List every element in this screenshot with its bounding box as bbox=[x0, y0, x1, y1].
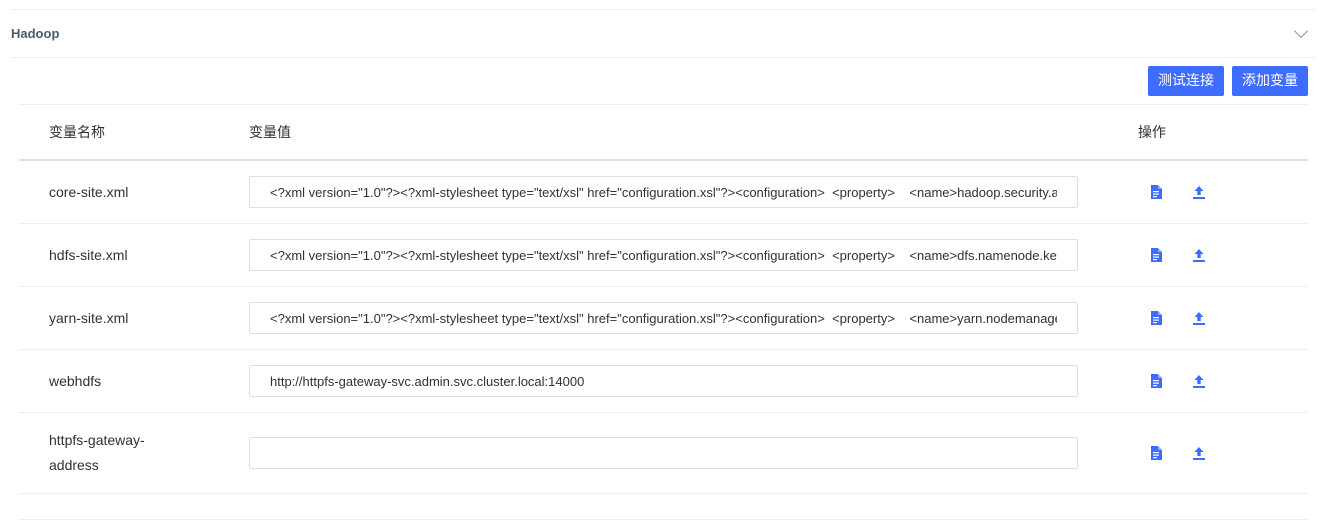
bottom-divider bbox=[19, 519, 1308, 520]
table-row: httpfs-gateway-address bbox=[19, 413, 1308, 494]
row-operations bbox=[1138, 445, 1308, 461]
row-operations bbox=[1138, 247, 1308, 263]
top-divider bbox=[10, 9, 1315, 10]
file-icon[interactable] bbox=[1148, 247, 1164, 263]
file-icon[interactable] bbox=[1148, 445, 1164, 461]
upload-icon[interactable] bbox=[1191, 184, 1207, 200]
table-header: 变量名称 变量值 操作 bbox=[19, 105, 1308, 161]
variable-name: webhdfs bbox=[49, 372, 102, 389]
upload-icon[interactable] bbox=[1191, 373, 1207, 389]
variable-value-input[interactable] bbox=[249, 437, 1078, 469]
variables-table: 变量名称 变量值 操作 core-site.xml hdfs-site.xml … bbox=[19, 104, 1308, 494]
file-icon[interactable] bbox=[1148, 310, 1164, 326]
variable-value-input[interactable] bbox=[249, 176, 1078, 208]
file-icon[interactable] bbox=[1148, 373, 1164, 389]
variable-name: yarn-site.xml bbox=[49, 309, 129, 326]
file-icon[interactable] bbox=[1148, 184, 1164, 200]
header-variable-name: 变量名称 bbox=[49, 125, 105, 141]
upload-icon[interactable] bbox=[1191, 445, 1207, 461]
variable-value-input[interactable] bbox=[249, 302, 1078, 334]
row-operations bbox=[1138, 184, 1308, 200]
test-connection-button[interactable]: 测试连接 bbox=[1148, 66, 1224, 96]
table-row: yarn-site.xml bbox=[19, 287, 1308, 350]
table-row: hdfs-site.xml bbox=[19, 224, 1308, 287]
upload-icon[interactable] bbox=[1191, 310, 1207, 326]
table-row: webhdfs bbox=[19, 350, 1308, 413]
variable-value-input[interactable] bbox=[249, 365, 1078, 397]
add-variable-button[interactable]: 添加变量 bbox=[1232, 66, 1308, 96]
variable-name: httpfs-gateway-address bbox=[49, 432, 145, 473]
variable-name: hdfs-site.xml bbox=[49, 246, 128, 263]
header-operations: 操作 bbox=[1138, 125, 1166, 141]
row-operations bbox=[1138, 373, 1308, 389]
variable-value-input[interactable] bbox=[249, 239, 1078, 271]
upload-icon[interactable] bbox=[1191, 247, 1207, 263]
section-title: Hadoop bbox=[11, 26, 60, 41]
collapse-header-hadoop[interactable]: Hadoop bbox=[10, 10, 1315, 58]
chevron-down-icon[interactable] bbox=[1293, 23, 1309, 38]
table-row: core-site.xml bbox=[19, 161, 1308, 224]
toolbar: 测试连接 添加变量 bbox=[1148, 66, 1308, 96]
header-variable-value: 变量值 bbox=[249, 125, 291, 141]
variable-name: core-site.xml bbox=[49, 183, 129, 200]
row-operations bbox=[1138, 310, 1308, 326]
